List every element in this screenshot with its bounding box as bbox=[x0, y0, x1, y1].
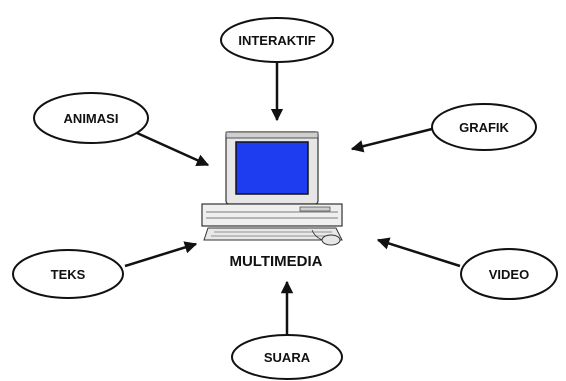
arrow-teks bbox=[124, 241, 198, 268]
node-grafik-label: GRAFIK bbox=[459, 120, 509, 135]
node-interaktif-label: INTERAKTIF bbox=[238, 33, 315, 48]
node-animasi-label: ANIMASI bbox=[64, 111, 119, 126]
node-grafik: GRAFIK bbox=[431, 103, 537, 151]
node-teks: TEKS bbox=[12, 249, 124, 299]
node-animasi: ANIMASI bbox=[33, 92, 149, 144]
computer-screen bbox=[235, 141, 309, 195]
arrow-video bbox=[376, 237, 461, 268]
arrow-grafik bbox=[350, 127, 433, 153]
center-label: MULTIMEDIA bbox=[229, 253, 322, 270]
computer-icon bbox=[201, 131, 343, 246]
node-suara-label: SUARA bbox=[264, 350, 311, 365]
node-video: VIDEO bbox=[460, 248, 558, 300]
node-suara: SUARA bbox=[231, 334, 343, 380]
arrow-animasi bbox=[136, 131, 210, 167]
node-interaktif: INTERAKTIF bbox=[220, 17, 334, 63]
node-video-label: VIDEO bbox=[489, 267, 529, 282]
node-teks-label: TEKS bbox=[51, 267, 86, 282]
